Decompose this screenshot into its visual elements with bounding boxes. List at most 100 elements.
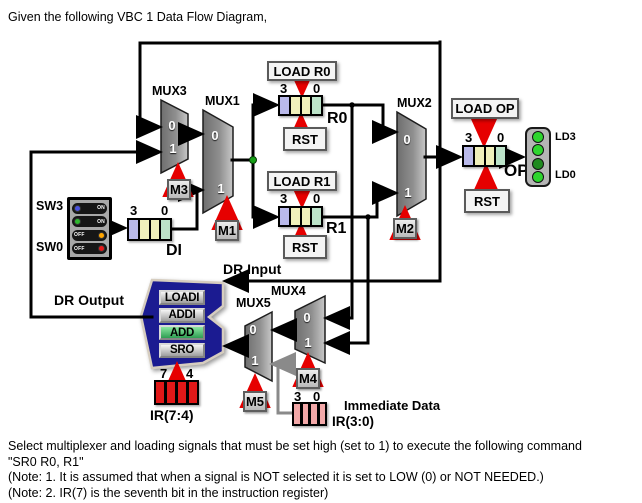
ir74-bit-high: 7 <box>160 366 168 381</box>
decoder-op-sro[interactable]: SRO <box>159 342 205 358</box>
register-cell <box>280 97 289 114</box>
mux5-input-1: 1 <box>251 353 259 368</box>
junction-dot <box>349 102 355 108</box>
sw3-label: SW3 <box>36 199 64 213</box>
r0-name: R0 <box>327 110 348 127</box>
r0-bit-low: 0 <box>313 81 321 96</box>
junction-dot <box>365 214 371 220</box>
switch-sw0[interactable]: OFF <box>72 243 107 255</box>
mux5-input-0: 0 <box>249 322 257 337</box>
decoder-op-addi[interactable]: ADDI <box>159 307 205 323</box>
ir74-label: IR(7:4) <box>150 407 194 423</box>
mux2-shape <box>396 110 427 218</box>
register-cell <box>485 147 495 165</box>
register-op <box>462 145 507 167</box>
switch-indicator <box>74 218 81 226</box>
immediate-data-wire <box>269 352 296 415</box>
load-op-box: LOAD OP <box>451 98 519 119</box>
mux2-input-1: 1 <box>404 185 412 200</box>
register-cell <box>312 97 321 114</box>
question-command: "SR0 R0, R1" <box>8 454 84 469</box>
led-ld1 <box>532 157 544 170</box>
register-cell <box>496 147 505 165</box>
rst-r1-box: RST <box>283 235 327 259</box>
question-note-2: (Note: 2. IR(7) is the seventh bit in th… <box>8 485 329 500</box>
load-r1-box: LOAD R1 <box>267 171 337 191</box>
ir30-label: IR(3:0) <box>332 414 375 429</box>
mux1-select-box: M1 <box>215 220 239 241</box>
register-cell <box>464 147 473 165</box>
rst-op-box: RST <box>464 189 510 213</box>
register-cell <box>178 382 186 403</box>
mux3-select-box: M3 <box>167 179 191 200</box>
dr-input-label: DR Input <box>223 261 282 277</box>
switch-sw1[interactable]: OFF <box>72 229 107 241</box>
register-cell <box>311 404 317 424</box>
register-ir74 <box>154 380 199 405</box>
mux4-input-1: 1 <box>304 335 312 350</box>
question-text: Select multiplexer and loading signals t… <box>8 439 582 501</box>
mux4-select-box: M4 <box>296 368 320 389</box>
mux1-input-0: 0 <box>211 128 219 143</box>
di-bit-low: 0 <box>161 203 169 218</box>
register-cell <box>189 382 197 403</box>
register-cell <box>156 382 164 403</box>
page-title: Given the following VBC 1 Data Flow Diag… <box>8 10 268 24</box>
mux4-shape <box>294 294 326 365</box>
register-cell <box>301 97 311 114</box>
switch-sw2[interactable]: ON <box>72 216 107 228</box>
register-cell <box>312 208 321 225</box>
load-r0-box: LOAD R0 <box>267 61 337 81</box>
register-cell <box>474 147 484 165</box>
register-di <box>127 218 172 241</box>
register-cell <box>290 97 300 114</box>
register-cell <box>129 220 138 239</box>
ir30-bit-low: 0 <box>313 389 321 404</box>
switch-state-label: OFF <box>74 232 85 239</box>
op-bit-high: 3 <box>465 130 473 145</box>
mux1-shape <box>202 108 234 215</box>
switch-indicator <box>74 204 81 212</box>
ld3-label: LD3 <box>555 131 576 143</box>
register-cell <box>139 220 149 239</box>
switch-indicator <box>98 231 105 239</box>
decoder-op-loadi[interactable]: LOADI <box>159 290 205 305</box>
r0-bit-high: 3 <box>280 81 288 96</box>
register-cell <box>301 208 311 225</box>
led-ld3 <box>532 130 544 143</box>
question-note-1: (Note: 1. It is assumed that when a sign… <box>8 470 544 485</box>
switch-panel: ON ON OFF OFF <box>67 197 112 260</box>
mux5-select-box: M5 <box>243 391 267 412</box>
mux-shapes <box>160 98 427 383</box>
op-name: OP <box>504 161 529 180</box>
switch-state-label: ON <box>97 218 105 225</box>
mux3-input-1: 1 <box>169 141 177 156</box>
mux2-select-box: M2 <box>393 218 417 239</box>
decoder-op-add[interactable]: ADD <box>159 325 205 340</box>
mux1-input-1: 1 <box>217 181 225 196</box>
sw0-label: SW0 <box>36 240 64 254</box>
register-cell <box>294 404 300 424</box>
ld0-label: LD0 <box>555 169 576 181</box>
switch-indicator <box>98 245 105 253</box>
register-cell <box>302 404 308 424</box>
r1-bit-low: 0 <box>313 191 321 206</box>
switch-sw3[interactable]: ON <box>72 202 107 214</box>
r1-name: R1 <box>326 220 347 237</box>
ir30-bit-high: 3 <box>294 389 302 404</box>
register-r1 <box>278 206 323 227</box>
register-cell <box>167 382 175 403</box>
register-cell <box>161 220 170 239</box>
mux1-label: MUX1 <box>205 94 240 108</box>
op-bit-low: 0 <box>497 130 505 145</box>
junction-dot <box>437 154 443 160</box>
mux4-input-0: 0 <box>303 310 311 325</box>
register-r0 <box>278 95 323 116</box>
mux3-input-0: 0 <box>168 118 176 133</box>
rst-r0-box: RST <box>283 127 327 151</box>
register-cell <box>290 208 300 225</box>
di-bit-high: 3 <box>130 203 138 218</box>
di-name: DI <box>166 242 182 259</box>
mux3-label: MUX3 <box>152 84 187 98</box>
led-panel <box>525 127 551 187</box>
